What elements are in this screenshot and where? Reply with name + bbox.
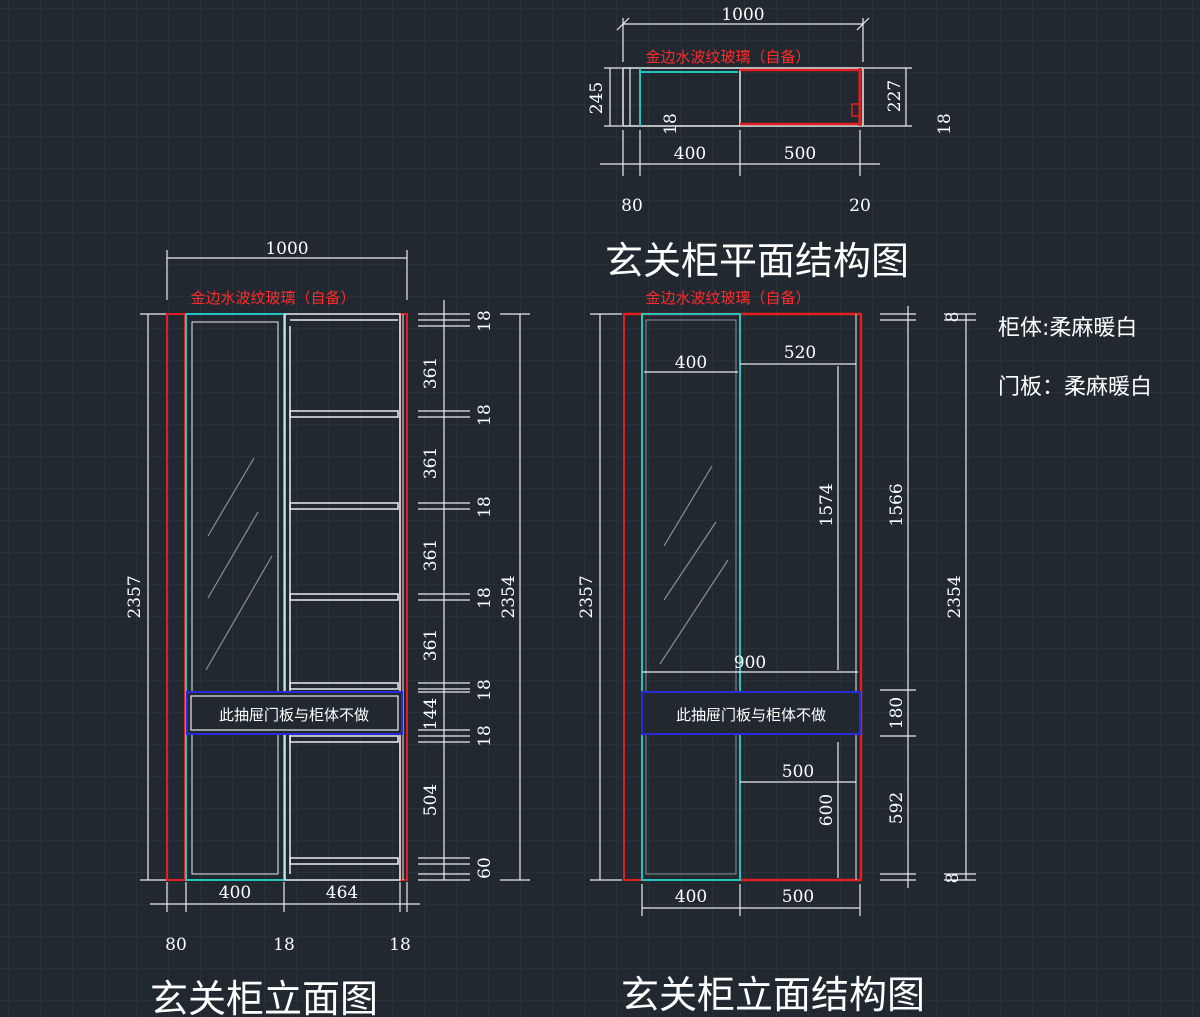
shelf-board-1 — [289, 410, 399, 418]
left-door-width-label: 400 — [219, 883, 251, 903]
plan-left-offset-label: 80 — [621, 196, 643, 216]
right-left-door-label: 400 — [675, 353, 707, 373]
glass-hatch-lines — [205, 457, 273, 671]
left-right-panel-label: 18 — [389, 935, 411, 955]
right-lower-height-label: 600 — [817, 794, 837, 826]
materials-notes: 柜体:柔麻暖白 门板：柔麻暖白 — [998, 316, 1152, 400]
left-bottom-width-dimensions — [150, 882, 420, 912]
right-left-height-dimension — [590, 313, 622, 881]
glass-door-frame — [185, 313, 285, 881]
shelf-board-4 — [289, 682, 399, 690]
left-shelf4-label: 361 — [421, 629, 441, 661]
plan-cabinet-outline — [622, 67, 864, 127]
right-internal-dimensions — [642, 363, 858, 878]
left-top-gap-label: 18 — [475, 310, 495, 332]
plan-section-dimensions — [600, 130, 880, 176]
right-inner-height-label: 2354 — [945, 575, 965, 618]
drawer-note-box — [186, 691, 403, 735]
left-offset-label: 80 — [165, 935, 187, 955]
left-drawer-height-label: 144 — [421, 698, 441, 730]
left-mid-panel-label: 18 — [273, 935, 295, 955]
right-upper-height-label: 1574 — [817, 483, 837, 526]
left-drawer-note: 此抽屉门板与柜体不做 — [219, 706, 369, 724]
right-bottom-gap-label: 8 — [943, 873, 963, 884]
left-elevation-glass-note: 金边水波纹玻璃（自备） — [190, 289, 355, 307]
plan-view: 1000 金边水波纹玻璃（自备） 245 18 227 — [587, 5, 955, 283]
right-glass-door-inner — [645, 319, 737, 875]
left-bottom-section-label: 504 — [421, 784, 441, 816]
left-panel2-label: 18 — [475, 496, 495, 518]
plan-depth-right-label: 227 — [885, 80, 905, 112]
left-drawer-panel-bottom-label: 18 — [475, 725, 495, 747]
plan-total-width-label: 1000 — [721, 5, 764, 25]
shelf-board-3 — [289, 593, 399, 601]
left-inner-height-label: 2354 — [499, 575, 519, 618]
plan-left-depth-dimension — [604, 67, 622, 127]
plan-depth-left-label: 245 — [587, 82, 607, 114]
right-inner-width-label: 900 — [734, 653, 766, 673]
right-glass-hatch-lines — [659, 465, 729, 665]
plan-view-title: 玄关柜平面结构图 — [605, 239, 909, 283]
left-drawer-panel-top-label: 18 — [475, 679, 495, 701]
glass-door-inner — [191, 321, 279, 875]
shelf-height-dimensions — [418, 300, 470, 881]
plan-right-offset-label: 20 — [849, 196, 871, 216]
right-top-gap-label: 8 — [943, 312, 963, 323]
right-elevation: 金边水波纹玻璃（自备） 此抽屉门板与柜体不做 400 520 1574 — [577, 289, 976, 1017]
right-bottom-width-dimensions — [641, 884, 861, 916]
left-bottom-gap-label: 60 — [475, 857, 495, 879]
left-panel3-label: 18 — [475, 587, 495, 609]
plan-glass-note: 金边水波纹玻璃（自备） — [645, 48, 810, 66]
shelf-board-5 — [289, 735, 399, 743]
left-elevation-width-dimension — [166, 250, 408, 300]
plan-total-width-dimension — [616, 17, 870, 62]
right-drawer-note-box — [641, 691, 861, 735]
plan-panel-inner-label: 18 — [661, 113, 681, 135]
right-elevation-glass-note: 金边水波纹玻璃（自备） — [645, 289, 810, 307]
left-shelf1-label: 361 — [421, 357, 441, 389]
material-door-panel: 门板：柔麻暖白 — [998, 375, 1152, 400]
plan-right-depth-dimension — [864, 67, 912, 127]
left-shelf2-label: 361 — [421, 447, 441, 479]
plan-left-section-label: 400 — [674, 144, 706, 164]
plan-back-panel-label: 18 — [935, 113, 955, 135]
left-height-dimension — [140, 313, 166, 881]
left-shelf3-label: 361 — [421, 539, 441, 571]
material-cabinet-body: 柜体:柔麻暖白 — [998, 316, 1137, 341]
right-inner-height-dimension — [944, 313, 976, 881]
right-total-height-label: 2357 — [577, 575, 597, 618]
left-inner-height-dimension — [500, 313, 530, 881]
left-panel1-label: 18 — [475, 404, 495, 426]
left-elevation: 1000 金边水波纹玻璃（自备） 此抽屉门板与柜 — [125, 239, 530, 1017]
right-bottom-left-label: 400 — [675, 887, 707, 907]
left-total-height-label: 2357 — [125, 575, 145, 618]
right-lower-width-label: 500 — [782, 762, 814, 782]
right-drawer-height-label: 180 — [887, 697, 907, 729]
left-elevation-width-label: 1000 — [265, 239, 308, 259]
plan-right-section-label: 500 — [784, 144, 816, 164]
right-elevation-title: 玄关柜立面结构图 — [621, 973, 925, 1017]
shelf-board-2 — [289, 502, 399, 510]
shelf-area — [284, 313, 401, 881]
right-lower-section-label: 592 — [887, 792, 907, 824]
right-drawer-note: 此抽屉门板与柜体不做 — [676, 706, 826, 724]
left-elevation-title: 玄关柜立面图 — [150, 977, 378, 1017]
left-shelf-width-label: 464 — [326, 883, 358, 903]
right-upper-section-label: 1566 — [887, 483, 907, 526]
right-section-dimensions — [880, 306, 916, 888]
right-bottom-right-label: 500 — [782, 887, 814, 907]
right-glass-door-frame — [641, 313, 741, 881]
right-upper-width-label: 520 — [784, 343, 816, 363]
shelf-board-6 — [289, 857, 399, 865]
